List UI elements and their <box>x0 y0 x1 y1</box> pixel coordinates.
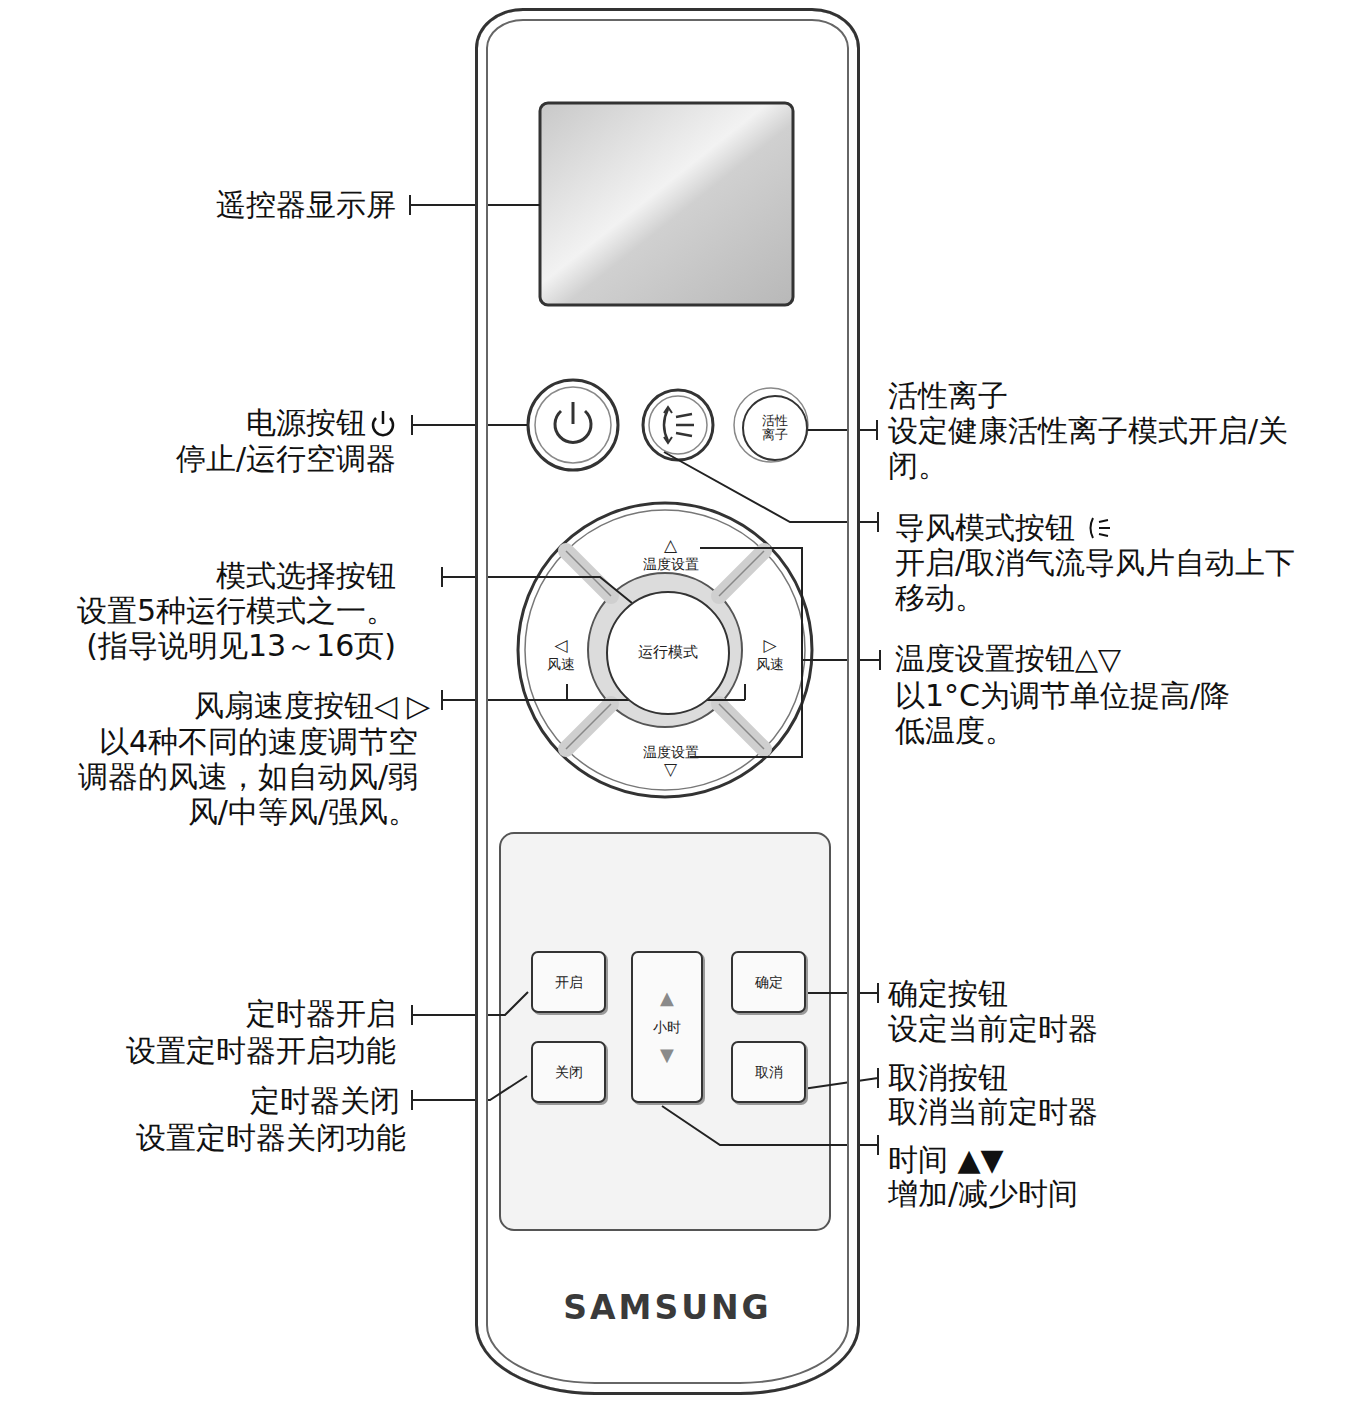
callout-label: 模式选择按钮 <box>216 558 396 593</box>
drawing-stroke <box>535 387 611 463</box>
button-text: ▼ <box>660 1045 674 1066</box>
mode-button: 运行模式 <box>606 591 730 715</box>
button-text: 温度设置 <box>643 556 699 572</box>
callout-label: 导风模式按钮 <box>895 510 1075 545</box>
callout-label: 设定健康活性离子模式开启/关闭。 <box>888 413 1343 483</box>
drawing-stroke <box>664 407 672 443</box>
timer-off-button: 关闭 <box>531 1041 606 1103</box>
callout-label: 风扇速度按钮◁ ▷ <box>194 688 430 723</box>
drawing-stroke <box>412 992 528 1025</box>
callout-label: 设置定时器开启功能 <box>126 1033 396 1068</box>
drawing-stroke <box>572 402 575 424</box>
drawing-stroke <box>664 452 878 532</box>
callout-label: 定时器开启 <box>246 996 396 1031</box>
callout-label: 开启/取消气流导风片自动上下移动。 <box>895 545 1325 615</box>
cancel-button: 取消 <box>731 1041 806 1103</box>
drawing-stroke <box>806 420 877 440</box>
drawing-stroke <box>528 380 618 470</box>
fan-right-key: ▷风速 <box>743 623 797 685</box>
button-text: 温度设置 <box>643 744 699 760</box>
callout-label: (指导说明见13～16页) <box>86 628 396 663</box>
button-text: △ <box>664 536 677 556</box>
drawing-stroke <box>1091 518 1111 538</box>
display-screen <box>540 103 793 305</box>
callout-label: 确定按钮 <box>888 976 1008 1011</box>
drawing-stroke <box>500 833 830 1230</box>
ion-button: 活性 离子 <box>742 395 808 461</box>
callout-label: 电源按钮 <box>246 405 366 440</box>
timer-panel <box>500 833 830 1230</box>
leader-lines <box>410 195 880 1155</box>
button-text: ▽ <box>664 760 677 780</box>
callout-label: 设置定时器关闭功能 <box>136 1120 406 1155</box>
button-text: ▷ <box>763 636 776 656</box>
callout-label: 定时器关闭 <box>250 1083 400 1118</box>
drawing-stroke <box>734 388 808 462</box>
drawing-stroke <box>566 551 764 749</box>
swing-button <box>643 390 713 460</box>
remote-body: SAMSUNG活性 离子△温度设置◁风速运行模式▷风速温度设置▽开启▲小时▼确定… <box>475 8 860 1395</box>
temp-up-key: △温度设置 <box>603 525 738 583</box>
drawing-stroke <box>382 411 385 424</box>
callout-label: 时间 ▲▼ <box>888 1142 1004 1177</box>
callout-label: 增加/减少时间 <box>888 1176 1078 1211</box>
button-text: 取消 <box>755 1064 783 1080</box>
button-text: ◁ <box>554 636 567 656</box>
drawing-stroke <box>412 1076 527 1110</box>
power-button <box>528 380 618 470</box>
callout-label: 以1°C为调节单位提高/降低温度。 <box>895 678 1250 748</box>
drawing-stroke <box>676 414 694 436</box>
callout-label: 设定当前定时器 <box>888 1011 1098 1046</box>
callout-label: 设置5种运行模式之一。 <box>77 593 396 628</box>
drawing-stroke <box>649 396 707 454</box>
button-text: SAMSUNG <box>478 1289 857 1327</box>
temp-down-key: 温度设置▽ <box>603 733 738 791</box>
callout-label: 取消当前定时器 <box>888 1094 1098 1129</box>
drawing-stroke <box>643 390 713 460</box>
button-text: 风速 <box>547 656 575 672</box>
callout-label: 遥控器显示屏 <box>216 187 396 222</box>
button-text: 开启 <box>555 974 583 990</box>
drawing-stroke <box>525 510 805 790</box>
button-text: 小时 <box>653 1019 681 1035</box>
drawing-stroke <box>662 1106 878 1155</box>
drawing-stroke <box>442 567 632 603</box>
button-text: 风速 <box>756 656 784 672</box>
callout-label: 以4种不同的速度调节空调器的风速，如自动风/弱风/中等风/强风。 <box>73 724 418 829</box>
button-text: 确定 <box>755 974 783 990</box>
drawing-stroke <box>540 103 793 305</box>
ion-button-ring <box>734 388 808 462</box>
button-text: ▲ <box>660 988 674 1009</box>
callout-label: 活性离子 <box>888 378 1008 413</box>
hour-button: ▲ 小时 ▼ <box>631 951 703 1103</box>
callout-label: 停止/运行空调器 <box>176 441 396 476</box>
fan-left-key: ◁风速 <box>530 623 592 685</box>
drawing-stroke <box>412 415 527 435</box>
button-text: 活性 离子 <box>761 414 789 443</box>
timer-on-button: 开启 <box>531 951 606 1013</box>
drawing-stroke <box>796 1068 878 1090</box>
drawing-stroke <box>664 409 668 441</box>
button-text: 关闭 <box>555 1064 583 1080</box>
callout-label: 温度设置按钮△▽ <box>895 641 1121 676</box>
confirm-button: 确定 <box>731 951 806 1013</box>
callout-label: 取消按钮 <box>888 1060 1008 1095</box>
drawing-stroke <box>566 551 764 749</box>
button-text: 运行模式 <box>638 644 698 661</box>
